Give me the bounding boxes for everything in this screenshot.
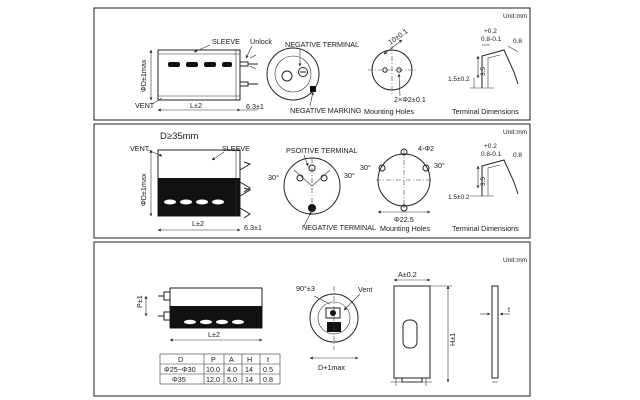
terminal-base: 1.5±0.2 <box>448 76 470 83</box>
vent-label: VENT <box>135 101 155 110</box>
angle-label-right: 30° <box>344 171 355 180</box>
table-header-d: D <box>178 355 183 364</box>
mounting-holes-label: Mounting Holes <box>364 107 414 116</box>
mounting-holes-drawing <box>368 46 416 94</box>
panel-2-border <box>93 123 531 239</box>
mounting-holes-drawing-2 <box>376 148 432 212</box>
unit-label-1: Unit:mm <box>503 13 527 20</box>
terminal-tol-2: +0.2 <box>484 143 497 150</box>
lead-label-2: 6.3±1 <box>244 223 262 232</box>
table-header-t: t <box>267 355 269 364</box>
unlock-label: Unlock <box>250 37 272 46</box>
terminal-tol: +0.2 <box>484 28 497 35</box>
angle-label-3: 90°±3 <box>296 284 315 293</box>
table-header-h: H <box>247 355 252 364</box>
positive-terminal-label: PSOITIVE TERMINAL <box>286 146 357 155</box>
snap-in-terminal-front <box>390 285 432 386</box>
sleeve-label-2: SLEEVE <box>222 144 250 153</box>
table-cell: Φ35 <box>172 375 186 384</box>
table-cell: 4.0 <box>227 365 237 374</box>
table-header-a: A <box>229 355 234 364</box>
a-dim-label: A±0.2 <box>398 270 417 279</box>
h-dim-label: H±1 <box>448 333 457 346</box>
top-view <box>266 47 320 101</box>
dimension-table: D P A H t Φ25~Φ30 10.0 4.0 14 0.5 Φ35 12… <box>159 353 281 385</box>
panel-3-border <box>93 241 531 397</box>
panel-3: P±1 L±2 90°±3 Vent D+1max A±0.2 H±1 <box>135 270 510 386</box>
snap-in-side-view <box>158 287 263 329</box>
terminal-thickness-2: 0.8 <box>513 152 522 159</box>
terminal-dimensions-label-2: Terminal Dimensions <box>452 224 519 233</box>
unit-label-3: Unit:mm <box>503 257 527 264</box>
hole-count-label: 4-Φ2 <box>418 144 434 153</box>
side-view-capacitor <box>157 49 258 101</box>
terminal-dimensions-label: Terminal Dimensions <box>452 107 519 116</box>
diameter-label-3: D+1max <box>318 363 345 372</box>
diameter-label-2: ΦD±1max <box>139 173 148 206</box>
holes-label: 2×Φ2±0.1 <box>394 95 426 104</box>
terminal-length: 3.5 <box>480 67 487 76</box>
terminal-width: 0.8-0.1 <box>481 36 502 43</box>
mounting-holes-label-2: Mounting Holes <box>380 224 430 233</box>
snap-in-top-view <box>309 286 359 350</box>
terminal-length-2: 3.5 <box>480 177 487 186</box>
sleeve-label: SLEEVE <box>212 37 240 46</box>
panel-1: SLEEVE Unlock VENT ΦD±1max L±2 6.3±1 NEG… <box>135 27 522 116</box>
pcd-label: Φ22.5 <box>394 215 414 224</box>
table-cell: 0.8 <box>263 375 273 384</box>
panel-2: D≥35mm VENT SLEEVE ΦD±1max L±2 6.3±1 <box>130 131 522 233</box>
vent-label-3: Vent <box>358 285 372 294</box>
length-label: L±2 <box>190 101 202 110</box>
table-cell: 12.0 <box>206 375 220 384</box>
diameter-label: ΦD±1max <box>139 59 148 92</box>
angle-label-holes-left: 30° <box>360 163 371 172</box>
length-label-3: L±2 <box>208 330 220 339</box>
negative-terminal-label: NEGATIVE TERMINAL <box>285 40 359 49</box>
negative-marking-label: NEGATIVE MARKING <box>290 106 362 115</box>
terminal-drawing <box>470 49 519 89</box>
table-cell: 14 <box>245 375 253 384</box>
vent-label-2: VENT <box>130 144 150 153</box>
terminal-width-2: 0.8-0.1 <box>481 151 502 158</box>
t-dim-label: t <box>508 305 510 314</box>
table-cell: Φ25~Φ30 <box>164 365 196 374</box>
table-cell: 5.0 <box>227 375 237 384</box>
unit-label-2: Unit:mm <box>503 129 527 136</box>
table-cell: 14 <box>245 365 253 374</box>
side-view-capacitor-large <box>157 149 252 219</box>
terminal-base-2: 1.5±0.2 <box>448 194 470 201</box>
angle-label-holes-right: 30° <box>434 161 445 170</box>
length-label-2: L±2 <box>192 219 204 228</box>
snap-in-terminal-side <box>491 285 499 383</box>
panel-2-title: D≥35mm <box>160 131 199 142</box>
panel-1-border <box>93 7 531 121</box>
table-cell: 10.0 <box>206 365 220 374</box>
negative-terminal-label-2: NEGATIVE TERMINAL <box>302 223 376 232</box>
angle-label-left: 30° <box>268 173 279 182</box>
terminal-thickness: 0.8 <box>513 38 522 45</box>
table-cell: 0.5 <box>263 365 273 374</box>
top-view-large <box>283 157 341 215</box>
terminal-drawing-2 <box>470 159 519 197</box>
table-header-p: P <box>211 355 216 364</box>
pitch-label: P±1 <box>135 295 144 308</box>
lead-label: 6.3±1 <box>246 102 264 111</box>
